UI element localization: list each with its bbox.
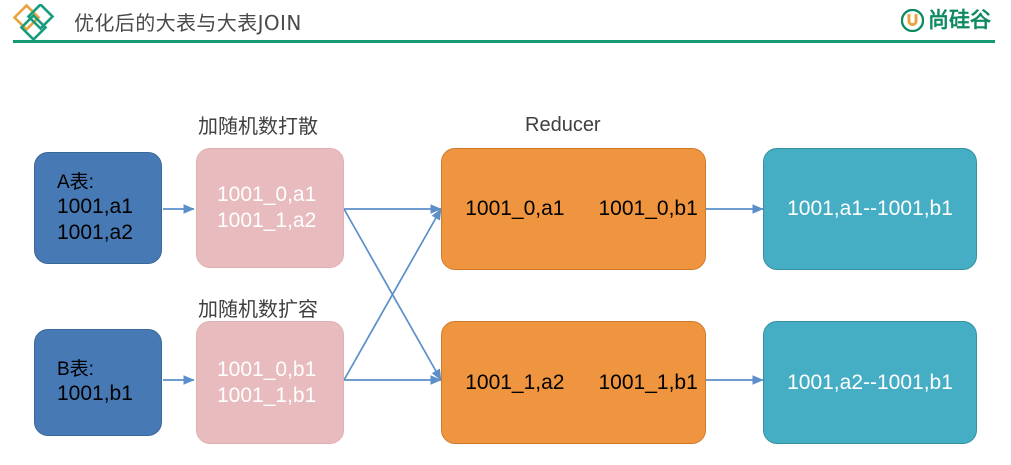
reducer-box-bottom[interactable]: 1001_1,a2 1001_1,b1 — [441, 321, 706, 444]
reducer-box-top[interactable]: 1001_0,a1 1001_0,b1 — [441, 148, 706, 270]
page-header: 优化后的大表与大表JOIN 尚硅谷 — [0, 0, 1011, 48]
双菱形-logo-icon — [12, 2, 72, 42]
source-b-row-1: 1001,b1 — [57, 382, 133, 406]
result-box-top[interactable]: 1001,a1--1001,b1 — [763, 148, 977, 270]
brand-logo: 尚硅谷 — [901, 6, 991, 34]
result-box-bottom[interactable]: 1001,a2--1001,b1 — [763, 321, 977, 444]
salted-a-row-1: 1001_0,a1 — [217, 183, 317, 207]
result-top-text: 1001,a1--1001,b1 — [787, 197, 953, 221]
source-b-head: B表: — [57, 359, 94, 381]
salted-b-row-1: 1001_0,b1 — [217, 357, 317, 381]
brand-name: 尚硅谷 — [928, 7, 991, 32]
header-divider — [13, 40, 995, 43]
source-table-box-a[interactable]: A表: 1001,a1 1001,a2 — [34, 152, 162, 264]
join-flow-diagram: 加随机数打散 加随机数扩容 Reducer A表: 1001,a1 1001,a… — [0, 48, 1011, 465]
source-a-row-1: 1001,a1 — [57, 194, 133, 218]
reducer-bottom-left-record: 1001_1,a2 — [465, 370, 565, 394]
caption-salt-top: 加随机数打散 — [198, 114, 318, 138]
caption-salt-bottom: 加随机数扩容 — [198, 297, 318, 321]
salted-box-b[interactable]: 1001_0,b1 1001_1,b1 — [196, 321, 344, 444]
salted-b-row-2: 1001_1,b1 — [217, 383, 317, 407]
salted-box-a[interactable]: 1001_0,a1 1001_1,a2 — [196, 148, 344, 268]
circle-u-icon — [901, 8, 924, 32]
arrow-salted-top-to-reducer-bottom — [343, 208, 442, 381]
source-table-box-b[interactable]: B表: 1001,b1 — [34, 329, 162, 436]
reducer-bottom-right-record: 1001_1,b1 — [598, 370, 698, 394]
caption-reducer: Reducer — [525, 114, 601, 136]
reducer-top-right-record: 1001_0,b1 — [598, 197, 698, 221]
page-title: 优化后的大表与大表JOIN — [74, 11, 302, 35]
arrow-salted-bottom-to-reducer-top — [343, 208, 442, 381]
source-a-row-2: 1001,a2 — [57, 220, 133, 244]
reducer-top-left-record: 1001_0,a1 — [465, 197, 565, 221]
salted-a-row-2: 1001_1,a2 — [217, 209, 317, 232]
source-a-head: A表: — [57, 171, 94, 193]
result-bottom-text: 1001,a2--1001,b1 — [787, 370, 953, 394]
